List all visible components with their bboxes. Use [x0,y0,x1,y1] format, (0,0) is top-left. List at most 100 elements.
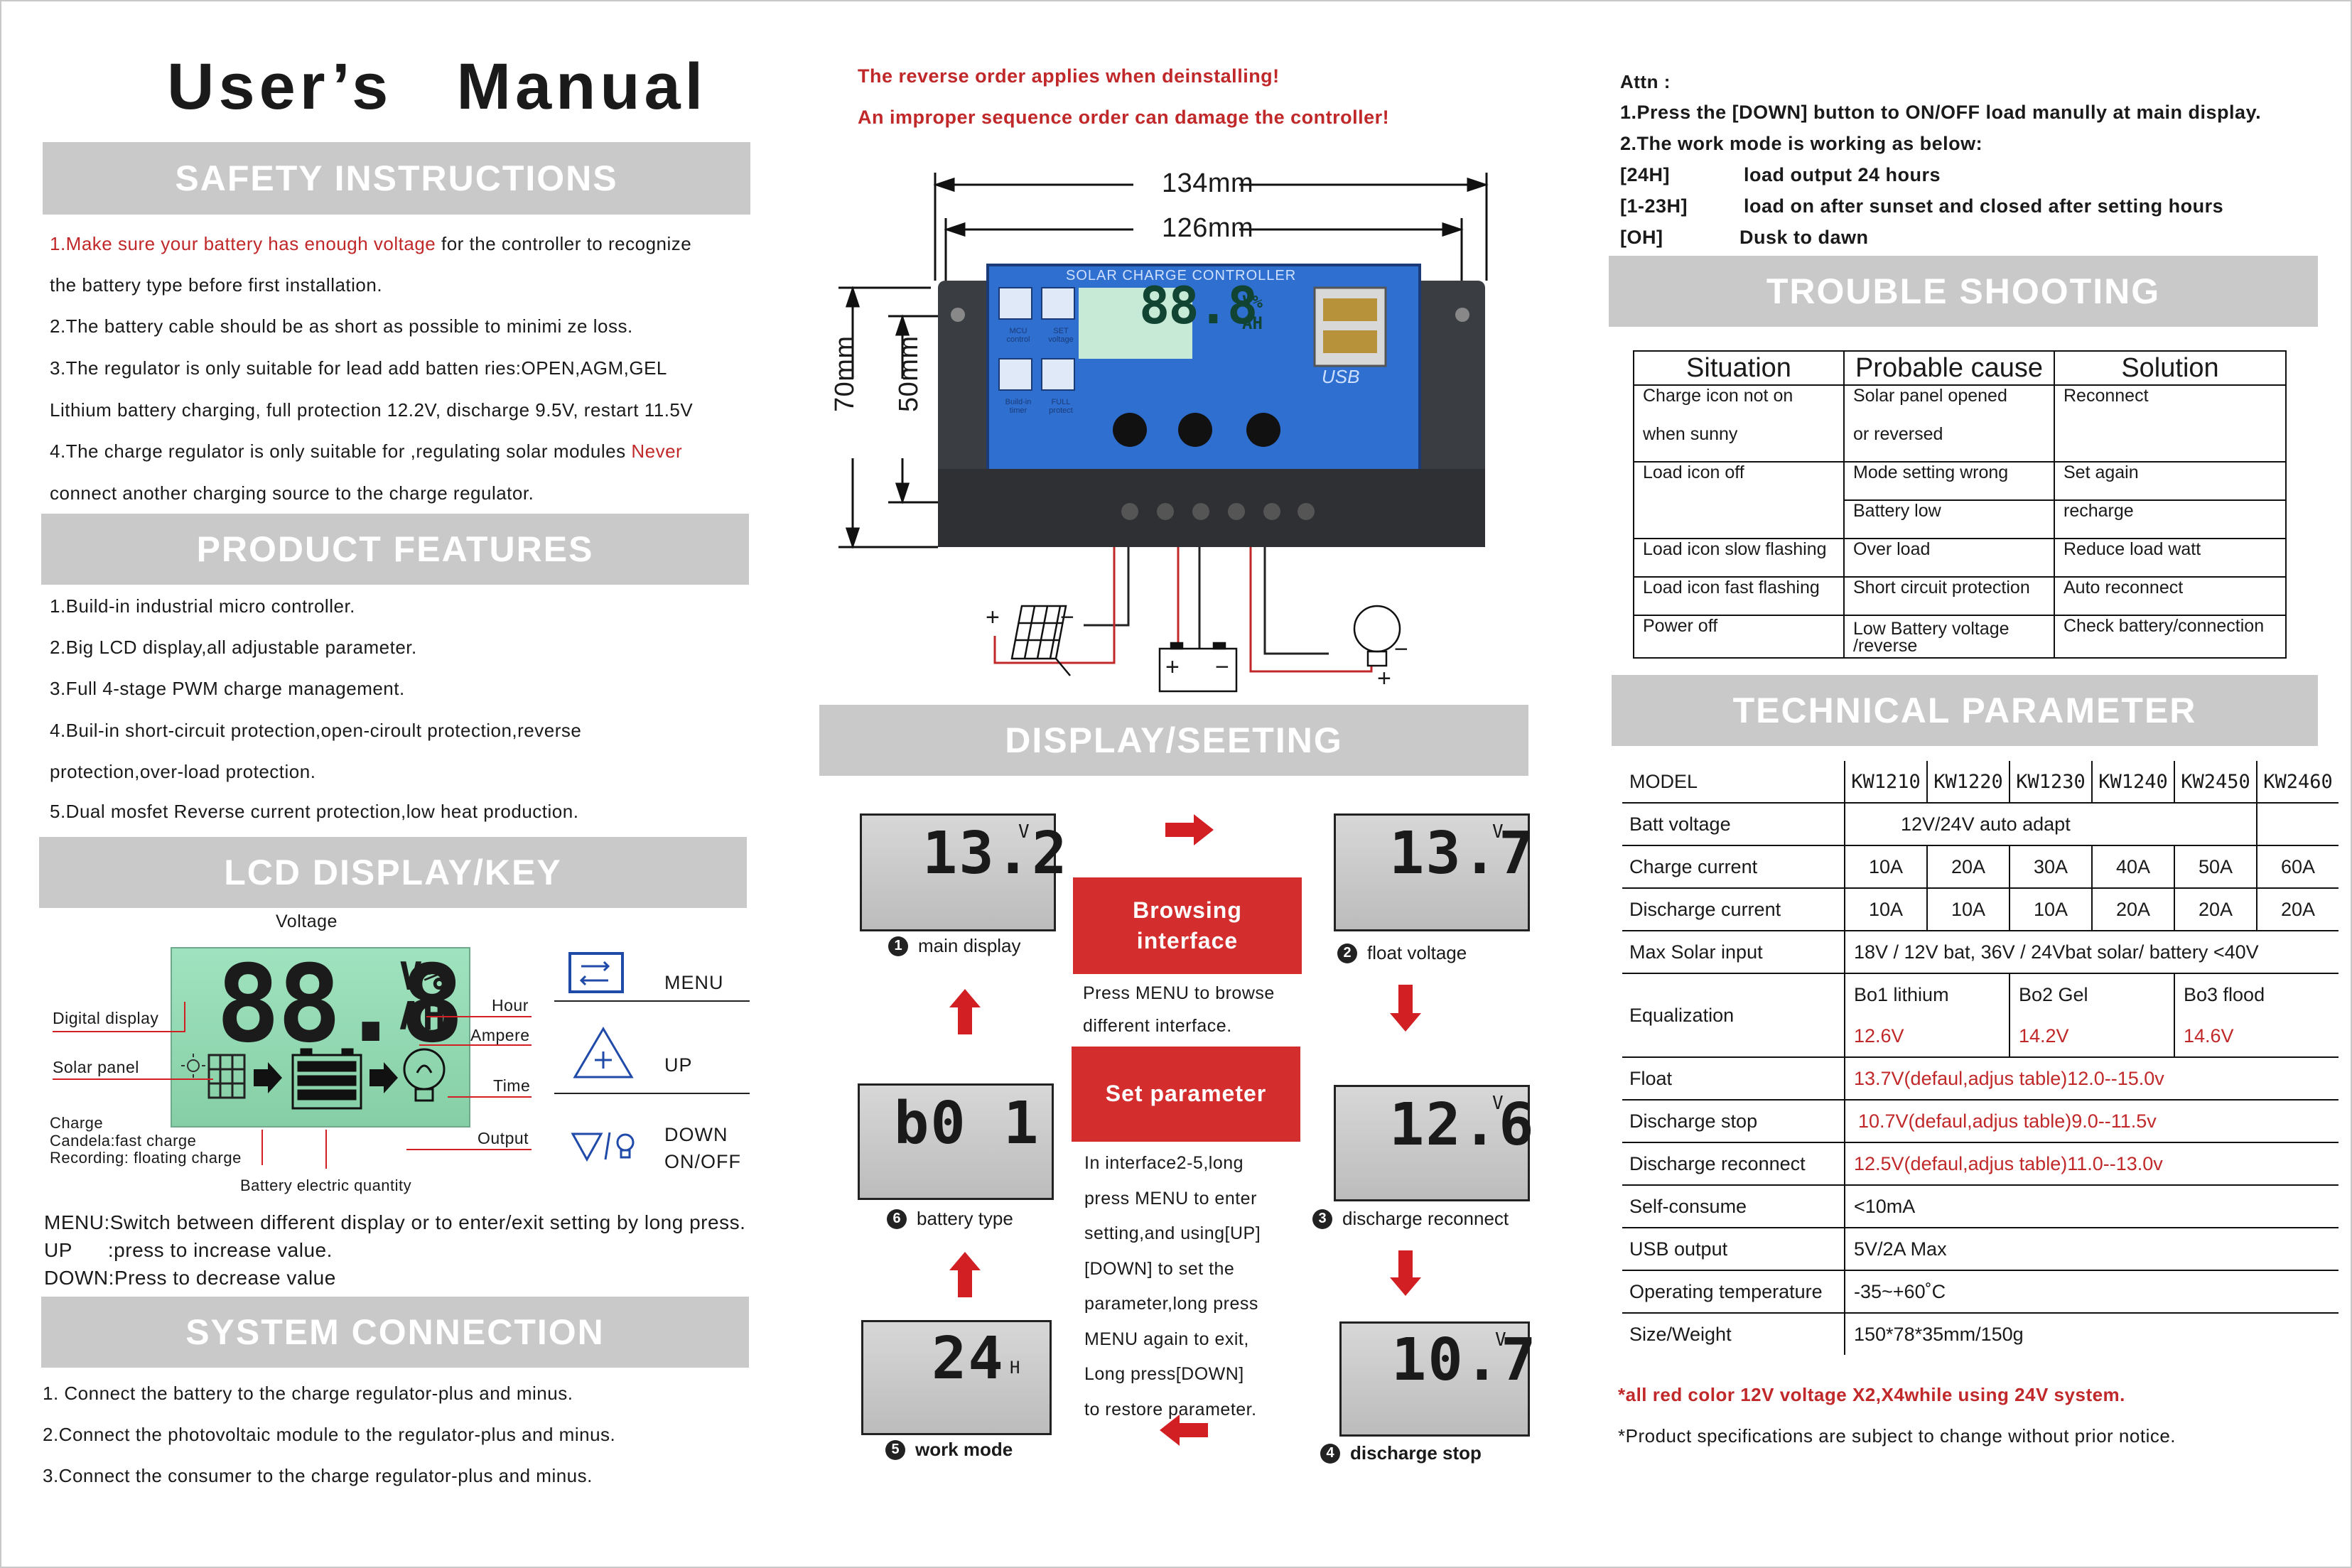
table-row: Battery low recharge [1633,499,2287,539]
feature-item: 1.Build-in industrial micro controller. [50,595,355,617]
battery-plus: + [1165,654,1180,681]
desc-down: DOWN:Press to decrease value [44,1267,336,1289]
display-heading: DISPLAY/SEETING [819,705,1528,776]
feature-item: 2.Big LCD display,all adjustable paramet… [50,637,417,658]
lcd-heading: LCD DISPLAY/KEY [39,837,747,908]
device-lcd-digits: 88.8 [1139,276,1258,335]
tech-table: MODEL KW1210 KW1220 KW1230 KW1240 KW2450… [1622,761,2338,1355]
solar-minus: − [1060,604,1075,631]
bulb-plus: + [1377,665,1392,692]
menu-key-icon [568,952,624,993]
column-header: Solution [2054,350,2287,386]
safety-line-3: 2.The battery cable should be as short a… [50,315,633,337]
lcd-unit-top: V% [399,954,446,999]
safety-line-7: connect another charging source to the c… [50,482,534,504]
tech-note-red: *all red color 12V voltage X2,X4while us… [1618,1384,2125,1405]
key-down-label: DOWN [664,1124,728,1145]
tech-note: *Product specifications are subject to c… [1618,1425,2176,1447]
column-header: Situation [1633,350,1845,386]
table-row: MODEL KW1210 KW1220 KW1230 KW1240 KW2450… [1622,761,2338,804]
display-panel-float: 13.7 V [1334,813,1533,931]
table-row: Batt voltage 12V/24V auto adapt [1622,803,2338,846]
dimension-50: 50mm [894,335,924,412]
solar-panel-icon [207,1054,246,1099]
flow-arrows [949,814,1421,1446]
leader-line [184,1002,185,1032]
feature-item: 4.Buil-in short-circuit protection,open-… [50,720,582,741]
leader-line [53,1031,184,1032]
trouble-table: Situation Probable cause Solution Charge… [1633,350,2287,659]
browse-text-1: Press MENU to browse [1083,983,1275,1003]
table-row: Load icon off Mode setting wrong Set aga… [1633,461,2287,501]
mode-key: [OH] [1620,227,1663,248]
label-charge: Charge [50,1114,104,1132]
arrow-icon [254,1062,282,1093]
table-row: USB output 5V/2A Max [1622,1228,2338,1271]
solar-plus: + [986,604,1000,631]
arrow-down-icon [1390,985,1421,1032]
leader-line [426,1016,532,1017]
mode-key: [1-23H] [1620,195,1688,217]
leader-line [448,1096,532,1098]
lcd-icons [181,1048,446,1110]
leader-line [406,1149,532,1150]
mode-text: load on after sunset and closed after se… [1744,195,2224,217]
warning-line-2: An improper sequence order can damage th… [858,107,1390,128]
battery-minus: − [1215,654,1230,681]
system-item: 1. Connect the battery to the charge reg… [43,1383,573,1404]
desc-up: UP:press to increase value. [44,1239,333,1261]
table-row: Max Solar input 18V / 12V bat, 36V / 24V… [1622,931,2338,974]
device-btn-set: SET voltage [1048,327,1074,344]
table-header-row: Situation Probable cause Solution [1633,350,2287,386]
label-time: Time [493,1076,531,1095]
safety-heading: SAFETY INSTRUCTIONS [43,142,750,215]
lcd-digits: 88.8 [216,943,464,1066]
solar-panel-icon [1010,605,1071,676]
bulb-icon [403,1048,446,1102]
safety-line-4: 3.The regulator is only suitable for lea… [50,357,667,379]
key-menu-label: MENU [664,972,724,993]
lcd-illustration: 88.8 V% AH [171,943,470,1128]
table-row: Power off Low Battery voltage/reverse Ch… [1633,615,2287,659]
safety-line-6: 4.The charge regulator is only suitable … [50,440,683,462]
table-row: Float 13.7V(defaul,adjus table)12.0--15.… [1622,1057,2338,1101]
column-header: Probable cause [1843,350,2055,386]
attn-line-1: 1.Press the [DOWN] button to ON/OFF load… [1620,102,2262,123]
bulb-minus: − [1394,636,1409,663]
key-onoff-label: ON/OFF [664,1151,741,1172]
warning-line-1: The reverse order applies when deinstall… [858,65,1280,87]
label-voltage: Voltage [276,912,338,931]
device-panel-title: SOLAR CHARGE CONTROLLER [1066,268,1297,283]
battery-icon [291,1048,362,1110]
safety-line-2: the battery type before first installati… [50,274,383,296]
device-diagram [838,173,1489,693]
table-row: Equalization Bo1 lithium Bo2 Gel Bo3 flo… [1622,973,2338,1058]
table-row: Discharge stop 10.7V(defaul,adjus table)… [1622,1100,2338,1143]
mode-text: Dusk to dawn [1739,227,1869,248]
set-parameter-box: Set parameter [1072,1047,1300,1142]
arrow-up-icon [949,1252,981,1297]
table-row: 12.6V 14.2V 14.6V [1622,1015,2338,1058]
arrow-up-icon [949,989,981,1034]
label-ampere: Ampere [470,1026,530,1044]
table-row: Discharge reconnect 12.5V(defaul,adjus t… [1622,1142,2338,1186]
arrow-down-icon [1390,1250,1421,1296]
device-btn-mcu: MCU control [1006,327,1030,344]
table-row: Operating temperature -35~+60˚C [1622,1270,2338,1314]
table-row: Self-consume <10mA [1622,1185,2338,1228]
browse-text-2: different interface. [1083,1016,1232,1036]
attn-head: Attn : [1620,71,1671,92]
leader-line [53,1078,213,1080]
dimension-134: 134mm [1162,168,1254,198]
table-row: Load icon slow flashing Over load Reduce… [1633,538,2287,578]
device-lcd-unit: V%AH [1242,292,1263,333]
mode-text: load output 24 hours [1744,164,1941,185]
bulb-icon [1353,605,1401,667]
